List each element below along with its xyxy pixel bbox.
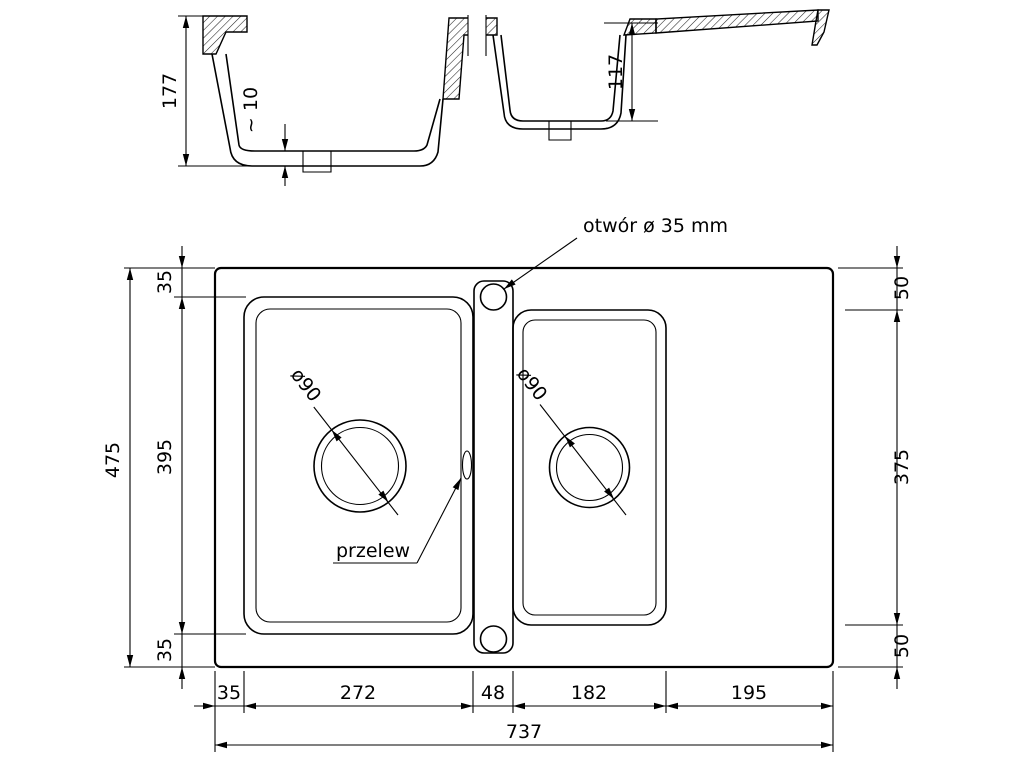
dim-label-bottom-thickness: ~ 10 xyxy=(240,87,262,133)
main-bowl-outer xyxy=(243,296,474,635)
drain-circle-left-outer xyxy=(313,419,407,513)
plan-view: otwór ø 35 mm przelew ø90 ø90 xyxy=(102,215,913,752)
drain-left-diameter-label: ø90 xyxy=(286,364,325,406)
overflow-label: przelew xyxy=(336,540,410,562)
main-bowl-drain-recess xyxy=(302,151,332,173)
dim-label-right-margin-bottom: 50 xyxy=(891,634,913,658)
faucet-hole-gap xyxy=(468,15,486,56)
dim-label-small-bowl-depth: 117 xyxy=(605,54,627,90)
annotation-drain-right: ø90 xyxy=(512,363,627,516)
dim-label-drainer-width: 195 xyxy=(731,682,767,704)
dim-label-left-margin-bottom: 35 xyxy=(154,638,176,662)
dim-label-right-margin-top: 50 xyxy=(891,276,913,300)
faucet-hole-bottom xyxy=(479,625,508,653)
dim-main-bowl-depth: 177 xyxy=(159,15,250,167)
faucet-hole-top xyxy=(479,283,508,311)
main-bowl-inner-wall xyxy=(225,53,441,152)
drain-circle-left-inner xyxy=(320,426,400,506)
dim-overall-width: 737 xyxy=(215,721,833,749)
dim-left-chain: 35 395 35 xyxy=(154,246,246,689)
main-bowl-outer-wall xyxy=(211,53,444,167)
overflow-slot xyxy=(461,450,473,480)
sink-outline xyxy=(213,266,835,669)
small-bowl-outer-wall xyxy=(492,34,627,130)
dim-label-overall-width: 737 xyxy=(506,721,542,743)
dim-label-small-bowl-height: 375 xyxy=(891,449,913,485)
dim-label-bottom-left-margin: 35 xyxy=(217,682,241,704)
small-bowl-drain-recess xyxy=(548,121,572,141)
drain-circle-right-inner xyxy=(555,433,624,502)
dim-label-channel-width: 48 xyxy=(481,682,505,704)
section-right-end-cap xyxy=(811,9,830,46)
annotation-hole-note: otwór ø 35 mm xyxy=(502,215,728,292)
annotation-drain-left: ø90 xyxy=(286,364,399,516)
section-view: 177 ~ 10 117 xyxy=(159,9,830,186)
drain-right-diameter-label: ø90 xyxy=(512,363,551,405)
center-channel xyxy=(473,280,514,654)
annotation-overflow: przelew xyxy=(333,476,464,564)
dim-right-chain: 50 375 50 xyxy=(838,246,913,689)
section-center-divider xyxy=(442,17,498,100)
drain-circle-right-outer xyxy=(548,426,631,509)
dim-small-bowl-depth: 117 xyxy=(604,22,658,122)
small-bowl-inner-wall xyxy=(500,34,621,122)
dim-label-bowl-height: 395 xyxy=(154,439,176,475)
dim-bottom-chain: 35 272 48 182 195 xyxy=(194,671,834,752)
dim-label-small-bowl-width: 182 xyxy=(571,682,607,704)
dim-overall-height: 475 xyxy=(102,267,215,668)
section-right-deck xyxy=(622,18,657,36)
dim-label-left-margin-top: 35 xyxy=(154,270,176,294)
dim-label-main-bowl-depth: 177 xyxy=(159,73,181,109)
hole-note-label: otwór ø 35 mm xyxy=(583,215,728,237)
section-left-flange xyxy=(202,15,248,55)
main-bowl-inner xyxy=(255,308,462,623)
section-drainer-band xyxy=(655,9,819,34)
dim-label-main-bowl-width: 272 xyxy=(340,682,376,704)
dim-label-overall-height: 475 xyxy=(102,442,124,478)
dim-bottom-thickness: ~ 10 xyxy=(240,87,289,186)
small-bowl-outer xyxy=(512,309,667,626)
small-bowl-inner xyxy=(522,319,657,616)
